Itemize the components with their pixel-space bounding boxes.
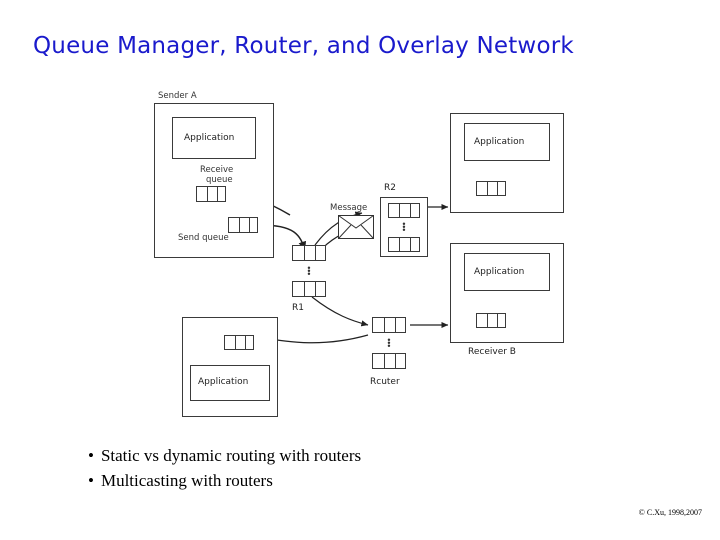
page-title: Queue Manager, Router, and Overlay Netwo…: [33, 33, 574, 59]
bullet-item-0: • Static vs dynamic routing with routers: [88, 443, 648, 468]
router-dots-icon: •••: [387, 335, 391, 351]
r1-dots-icon: •••: [307, 263, 311, 279]
diagram-canvas: Sender A Application Receive queue Send …: [140, 85, 590, 425]
bullet-text: Multicasting with routers: [100, 471, 273, 490]
r2-queue-bottom-icon: [388, 237, 420, 252]
label-application-recv-b: Application: [474, 267, 525, 277]
bullet-marker: •: [88, 446, 94, 465]
receiver-b-queue-icon: [476, 313, 506, 328]
label-application-r2: Application: [474, 137, 525, 147]
label-router: Rcuter: [370, 377, 400, 387]
application-recv-b-box: [464, 253, 550, 291]
label-r2: R2: [384, 183, 396, 193]
router-queue-bottom-icon: [372, 353, 406, 369]
application-r2-box: [464, 123, 550, 161]
label-receive-queue-line2: queue: [206, 175, 233, 185]
label-receiver-b: Receiver B: [468, 347, 516, 357]
label-receive-queue-line1: Receive: [200, 165, 234, 175]
bullet-item-1: • Multicasting with routers: [88, 468, 648, 493]
label-send-queue: Send queue: [178, 233, 229, 243]
top-right-queue-icon: [476, 181, 506, 196]
r2-queue-top-icon: [388, 203, 420, 218]
router-queue-top-icon: [372, 317, 406, 333]
application-bottom-box: [190, 365, 270, 401]
receive-queue-icon: [196, 186, 226, 202]
label-message: Message: [330, 203, 368, 213]
application-a-box: [172, 117, 256, 159]
bullet-marker: •: [88, 471, 94, 490]
label-application-a: Application: [184, 133, 235, 143]
r1-queue-bottom-icon: [292, 281, 326, 297]
bottom-left-queue-icon: [224, 335, 254, 350]
send-queue-icon: [228, 217, 258, 233]
label-application-bottom: Application: [198, 377, 249, 387]
bullet-list: •Static vs dynamic routing with routers …: [88, 443, 648, 493]
copyright-notice: © C.Xu, 1998,2007: [638, 508, 702, 517]
label-r1: R1: [292, 303, 304, 313]
label-sender-a: Sender A: [158, 91, 197, 101]
r2-dots-icon: •••: [402, 219, 406, 235]
r1-queue-top-icon: [292, 245, 326, 261]
bullet-text: Static vs dynamic routing with routers: [100, 446, 362, 465]
message-envelope-icon: [338, 215, 374, 239]
